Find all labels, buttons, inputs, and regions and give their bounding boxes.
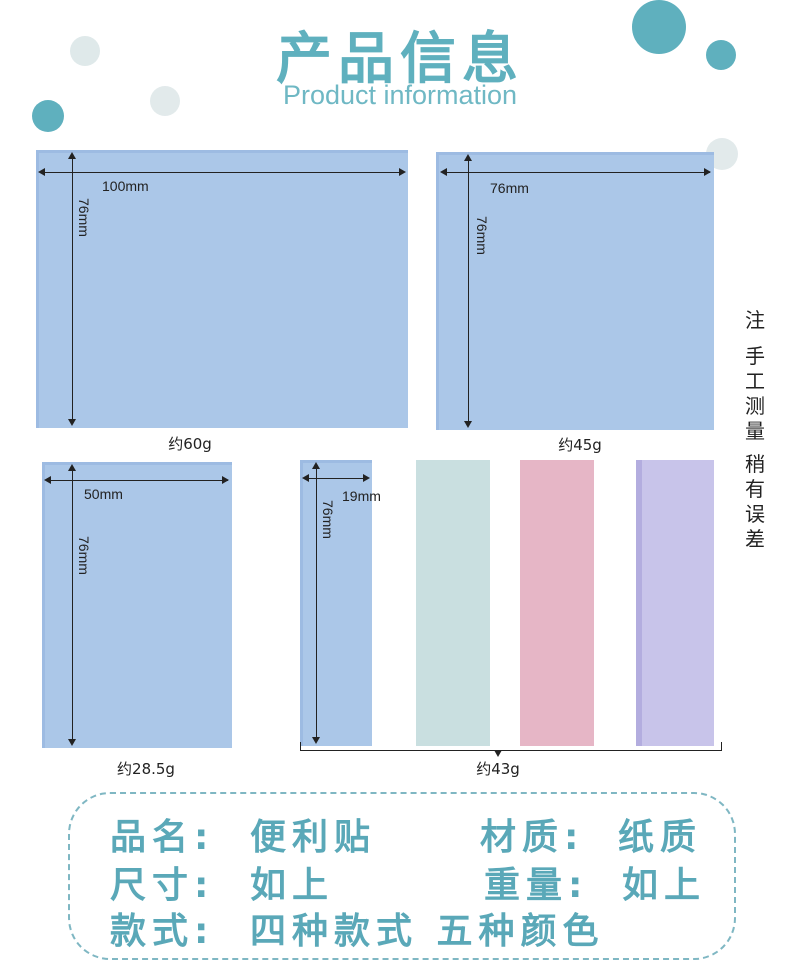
group-bracket (300, 742, 301, 751)
dimension-line-height (72, 154, 73, 424)
dimension-line-width (40, 172, 404, 173)
weight-label: 约45g (558, 436, 602, 454)
arrow-down-icon (68, 419, 76, 426)
size-value: 如上 (250, 865, 335, 906)
page-subtitle: Product information (282, 80, 518, 110)
height-label: 76mm (76, 536, 92, 575)
width-label: 100mm (102, 178, 149, 194)
sticky-strip-lavender (636, 460, 714, 746)
dimension-line-width (46, 480, 228, 481)
product-info-box (68, 792, 736, 960)
sticky-strip-pink (520, 460, 594, 746)
arrow-left-icon (440, 168, 447, 176)
material-value: 纸质 (618, 817, 703, 858)
weight-info-label: 重量: (484, 865, 589, 906)
arrow-left-icon (302, 474, 309, 482)
dimension-line-height (468, 156, 469, 426)
decor-dot (32, 100, 64, 132)
sticky-pad-square (436, 152, 714, 430)
arrow-down-icon (464, 421, 472, 428)
sticky-pad-medium (42, 462, 232, 748)
decor-dot (150, 86, 180, 116)
material-label: 材质: (480, 817, 585, 858)
weight-label: 约60g (168, 435, 212, 453)
name-label: 品名: (110, 817, 215, 858)
dimension-line-height (316, 464, 317, 742)
decor-dot (70, 36, 100, 66)
decor-dot (632, 0, 686, 54)
weight-label: 约28.5g (117, 760, 175, 778)
dimension-line-width (442, 172, 710, 173)
weight-label: 约43g (476, 760, 520, 778)
arrow-left-icon (44, 476, 51, 484)
height-label: 76mm (320, 500, 336, 539)
group-bracket (721, 742, 722, 751)
arrow-down-icon (68, 739, 76, 746)
height-label: 76mm (474, 216, 490, 255)
sticky-strip-mint (416, 460, 490, 746)
arrow-right-icon (704, 168, 711, 176)
arrow-right-icon (399, 168, 406, 176)
dimension-line-width (304, 478, 368, 479)
arrow-left-icon (38, 168, 45, 176)
decor-dot (706, 40, 736, 70)
width-label: 76mm (490, 180, 529, 196)
arrow-right-icon (363, 474, 370, 482)
arrow-up-icon (464, 154, 472, 161)
group-bracket (300, 750, 722, 751)
bracket-pointer-icon (494, 750, 502, 757)
arrow-up-icon (68, 464, 76, 471)
width-label: 50mm (84, 486, 123, 502)
arrow-right-icon (222, 476, 229, 484)
weight-info-value: 如上 (622, 865, 707, 906)
dimension-line-height (72, 466, 73, 744)
page-title: 产品信息 (276, 27, 524, 92)
note-line: 手工测量 (745, 344, 765, 443)
style-label: 款式: (110, 911, 215, 952)
height-label: 76mm (76, 198, 92, 237)
arrow-down-icon (312, 737, 320, 744)
arrow-up-icon (68, 152, 76, 159)
name-value: 便利贴 (250, 817, 377, 858)
size-label: 尺寸: (110, 865, 215, 906)
sticky-pad-large (36, 150, 408, 428)
arrow-up-icon (312, 462, 320, 469)
style-value: 四种款式 五种颜色 (250, 911, 605, 952)
width-label: 19mm (342, 488, 381, 504)
note-line: 稍有误差 (745, 452, 765, 551)
note-mark: 注 (745, 308, 765, 332)
sticky-strip-blue (300, 460, 372, 746)
